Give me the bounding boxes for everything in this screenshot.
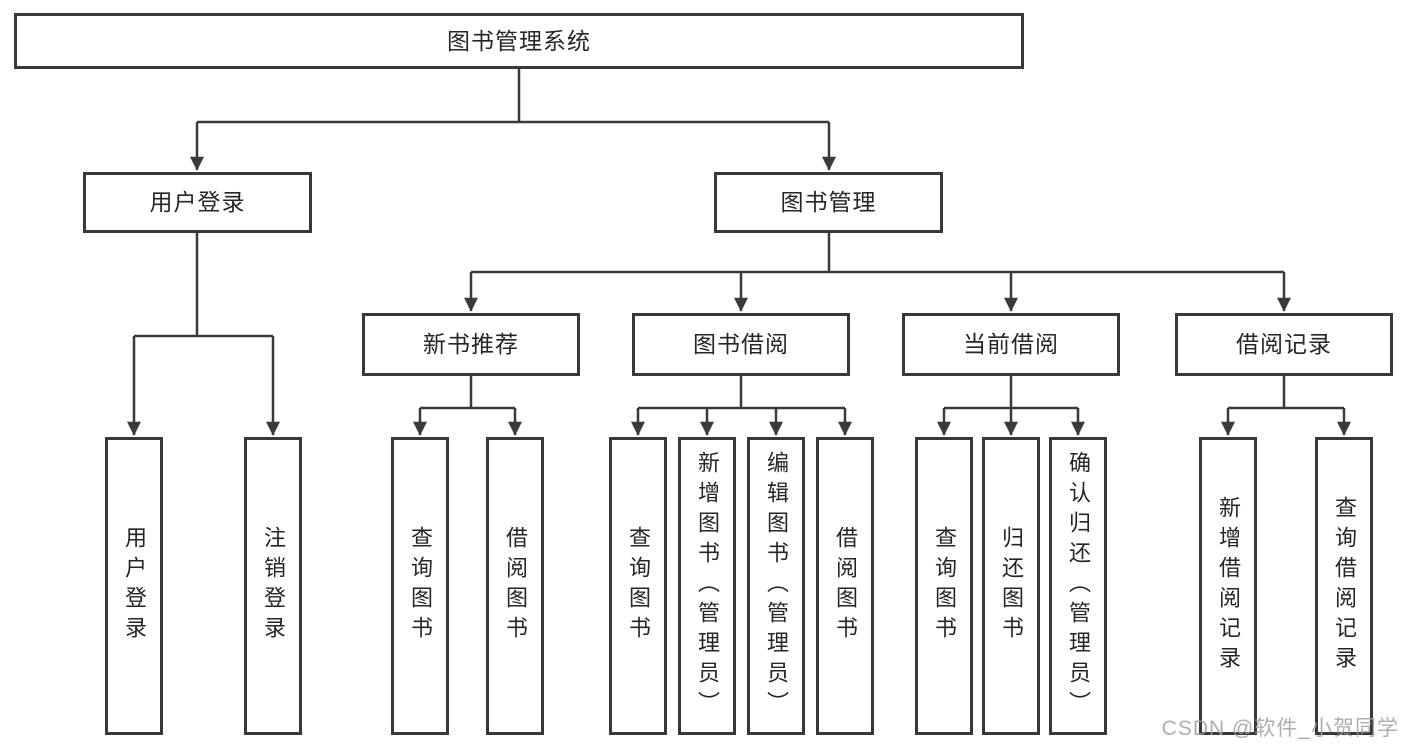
csdn-watermark: CSDN @软件_小贺同学: [1161, 717, 1399, 740]
tree-edges: [127, 69, 1351, 436]
node-label: 图书借阅: [693, 331, 789, 357]
node-label: 查询图书: [626, 526, 651, 646]
node-label: 新增图书（管理员）: [695, 451, 720, 721]
node-root-system: 图书管理系统: [14, 13, 1024, 69]
leaf-current-return-books: 归还图书: [982, 437, 1040, 735]
node-label: 借阅图书: [503, 526, 528, 646]
node-book-borrow: 图书借阅: [632, 313, 850, 376]
leaf-record-add-record: 新增借阅记录: [1199, 437, 1257, 735]
node-label: 当前借阅: [963, 331, 1059, 357]
node-label: 图书管理: [780, 189, 877, 215]
leaf-borrow-borrow-books: 借阅图书: [816, 437, 874, 735]
node-label: 新增借阅记录: [1216, 496, 1241, 676]
node-label: 查询图书: [932, 526, 957, 646]
node-label: 注销登录: [261, 526, 286, 646]
node-label: 归还图书: [999, 526, 1024, 646]
leaf-borrow-edit-books-admin: 编辑图书（管理员）: [747, 437, 805, 735]
node-book-management-branch: 图书管理: [714, 172, 943, 233]
node-label: 借阅图书: [833, 526, 858, 646]
leaf-rec-query-books: 查询图书: [391, 437, 449, 735]
leaf-record-query-record: 查询借阅记录: [1315, 437, 1373, 735]
node-label: 用户登录: [122, 526, 147, 646]
leaf-user-login: 用户登录: [105, 437, 163, 735]
node-user-login-branch: 用户登录: [83, 172, 312, 233]
leaf-current-query-books: 查询图书: [915, 437, 973, 735]
leaf-borrow-query-books: 查询图书: [609, 437, 667, 735]
node-borrow-record: 借阅记录: [1175, 313, 1393, 376]
node-label: 图书管理系统: [447, 27, 591, 54]
node-label: 查询借阅记录: [1332, 496, 1357, 676]
node-label: 用户登录: [149, 189, 246, 215]
node-label: 新书推荐: [423, 331, 519, 357]
leaf-rec-borrow-books: 借阅图书: [486, 437, 544, 735]
node-new-book-recommend: 新书推荐: [362, 313, 580, 376]
leaf-logout: 注销登录: [244, 437, 302, 735]
node-label: 查询图书: [408, 526, 433, 646]
node-label: 确认归还（管理员）: [1066, 451, 1091, 721]
leaf-borrow-add-books-admin: 新增图书（管理员）: [678, 437, 736, 735]
leaf-current-confirm-return-admin: 确认归还（管理员）: [1049, 437, 1107, 735]
node-label: 编辑图书（管理员）: [764, 451, 789, 721]
node-label: 借阅记录: [1236, 331, 1332, 357]
node-current-borrow: 当前借阅: [902, 313, 1120, 376]
